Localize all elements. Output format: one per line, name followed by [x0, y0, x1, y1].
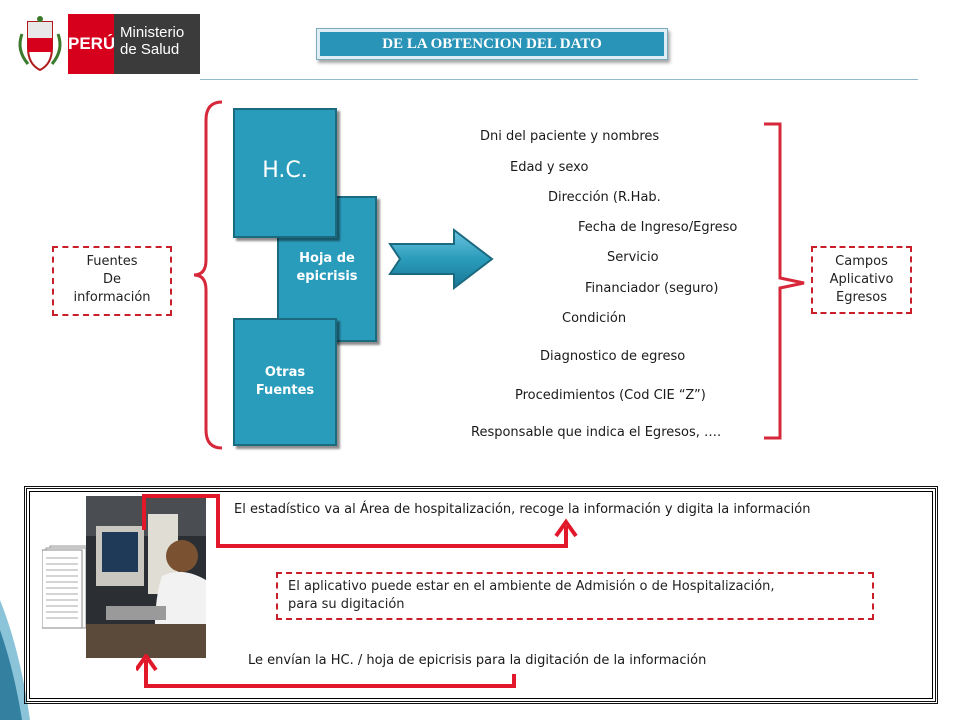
field-item: Servicio [607, 250, 659, 265]
right-arrow-icon [388, 228, 494, 290]
document-stack-icon [42, 545, 91, 629]
app-fields-line1: Campos [835, 254, 888, 269]
process-step-2-line1: El aplicativo puede estar en el ambiente… [288, 579, 775, 594]
app-fields-line3: Egresos [835, 290, 888, 305]
right-bracket [764, 122, 805, 440]
process-step-3: Le envían la HC. / hoja de epicrisis par… [248, 653, 707, 668]
field-item: Diagnostico de egreso [540, 349, 686, 364]
slide-title-box: DE LA OBTENCION DEL DATO [316, 28, 668, 60]
flow-arrow-top [142, 494, 578, 548]
left-brace [193, 100, 223, 450]
hc-box: H.C. [233, 108, 337, 238]
other-sources-box: Otras Fuentes [233, 318, 337, 446]
hc-label: H.C. [262, 158, 308, 183]
other-sources-line2: Fuentes [255, 383, 315, 398]
app-fields-line2: Aplicativo [829, 272, 894, 287]
logo-country: PERÚ [68, 14, 115, 74]
epicrisis-line2: epicrisis [296, 269, 358, 284]
peru-crest-icon [18, 16, 62, 72]
process-panel [24, 486, 938, 704]
background-swoosh [0, 600, 30, 720]
flow-arrow-bottom [136, 654, 516, 688]
field-item: Procedimientos (Cod CIE “Z”) [515, 388, 706, 403]
app-fields-label-box: Campos Aplicativo Egresos [811, 246, 912, 314]
sources-label-box: Fuentes De información [52, 246, 172, 316]
epicrisis-line1: Hoja de [299, 251, 355, 266]
field-item: Financiador (seguro) [585, 281, 719, 296]
ministry-logo: PERÚ Ministerio de Salud [14, 14, 200, 74]
process-step-1: El estadístico va al Área de hospitaliza… [234, 502, 811, 517]
process-step-2-box: El aplicativo puede estar en el ambiente… [276, 572, 874, 620]
field-item: Responsable que indica el Egresos, …. [471, 425, 722, 440]
field-item: Dirección (R.Hab. [548, 190, 661, 205]
slide-title: DE LA OBTENCION DEL DATO [320, 32, 664, 56]
logo-ministry-line2: de Salud [120, 41, 180, 58]
logo-ministry-line1: Ministerio [120, 24, 185, 41]
header-divider [200, 79, 918, 80]
logo-ministry: Ministerio de Salud [114, 14, 200, 74]
field-item: Condición [562, 311, 627, 326]
sources-label-line1: Fuentes [86, 254, 138, 269]
process-step-2-line2: para su digitación [288, 597, 405, 612]
field-item: Edad y sexo [510, 160, 589, 175]
field-item: Dni del paciente y nombres [480, 129, 660, 144]
sources-label-line3: información [73, 290, 151, 305]
sources-label-line2: De [102, 272, 121, 287]
field-item: Fecha de Ingreso/Egreso [578, 220, 738, 235]
other-sources-line1: Otras [264, 365, 306, 380]
